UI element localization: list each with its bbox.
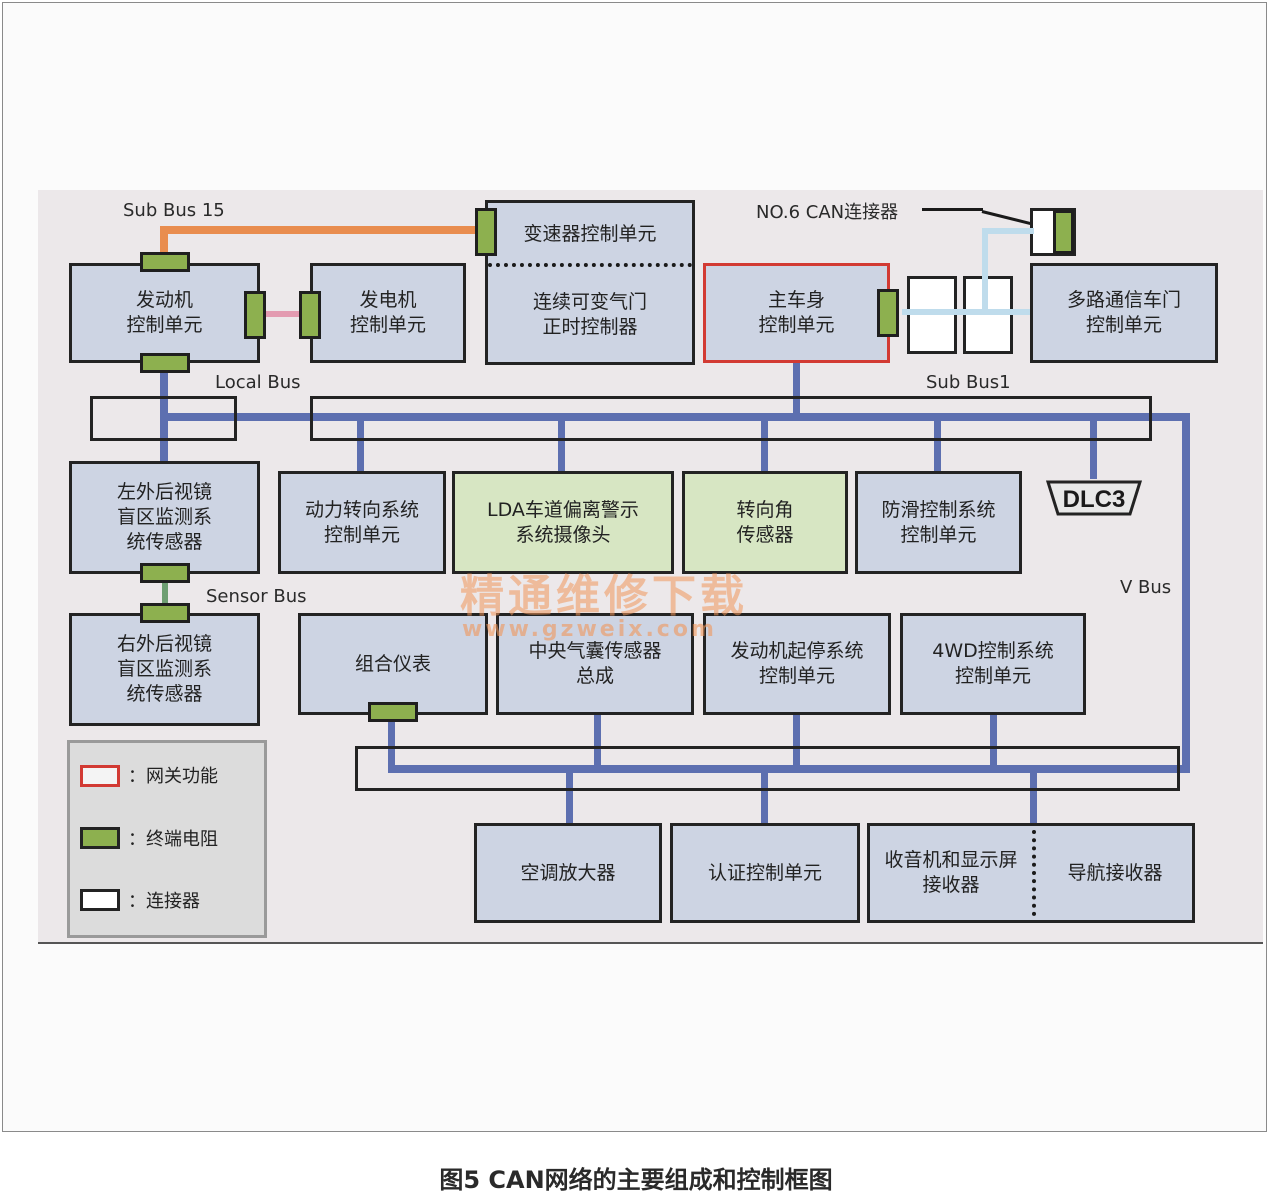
legend-connector-swatch [80, 889, 120, 911]
legend-gateway-swatch [80, 765, 120, 787]
steering-angle-sensor-label: 转向角 传感器 [736, 498, 794, 546]
watermark-text: 精通维修下载 [460, 571, 748, 622]
terminator-left-mirror [140, 563, 190, 583]
no6-pointer-line-1 [922, 208, 982, 211]
sub-bus-15-label: Sub Bus 15 [123, 200, 225, 221]
vbus-drop-antiskid [934, 417, 941, 475]
sensor-bus-wire [162, 582, 168, 610]
auth-ecu-label: 认证控制单元 [707, 861, 822, 884]
main-body-ecu-label: 主车身 控制单元 [758, 289, 835, 336]
legend-connector-text: ：连接器 [128, 891, 200, 912]
connector-local-bus [90, 396, 237, 441]
connector-lower-bus [355, 746, 1180, 791]
radio-nav-box: 收音机和显示屏 接收器 导航接收器 [867, 823, 1195, 923]
vbus-drop-4wd [990, 713, 997, 771]
vbus-drop-airbag [594, 713, 601, 771]
vbus-drop-power-steering [357, 417, 364, 475]
awd-ecu-label: 4WD控制系统 控制单元 [932, 640, 1054, 687]
antiskid-ecu-box: 防滑控制系统 控制单元 [855, 471, 1022, 574]
no6-terminator [1053, 210, 1074, 254]
dlc3-label: DLC3 [1063, 486, 1126, 513]
left-mirror-sensor-box: 左外后视镜 盲区监测系 统传感器 [69, 461, 260, 574]
vbus-right-vertical [1182, 413, 1190, 773]
vbus-drop-auth [761, 769, 768, 827]
vbus-drop-dlc [1090, 417, 1097, 479]
radio-nav-divider [1032, 830, 1036, 916]
vbus-drop-start-stop [793, 713, 800, 771]
connector-body-1 [907, 276, 957, 354]
legend-terminator-swatch [80, 827, 120, 849]
vbus-lower-main [388, 765, 1190, 773]
airbag-sensor-label: 中央气囊传感器 总成 [528, 640, 662, 687]
power-steering-ecu-box: 动力转向系统 控制单元 [278, 471, 446, 574]
connector-upper-bus [310, 396, 1152, 441]
multiplex-door-ecu-box: 多路通信车门 控制单元 [1030, 263, 1218, 363]
multiplex-door-ecu-label: 多路通信车门 控制单元 [1066, 289, 1181, 336]
vbus-drop-steering-angle [761, 417, 768, 475]
right-mirror-sensor-label: 右外后视镜 盲区监测系 统传感器 [116, 633, 212, 705]
sub-bus-1-wire-over [902, 309, 1032, 315]
dlc3-connector-icon: DLC3 [1045, 480, 1143, 516]
vbus-drop-radio [1030, 769, 1037, 827]
legend: ：网关功能 ：终端电阻 ：连接器 [67, 740, 267, 938]
panel-baseline [38, 942, 1263, 944]
left-mirror-sensor-label: 左外后视镜 盲区监测系 统传感器 [116, 481, 212, 553]
sub-bus-15-wire-h [160, 226, 480, 234]
generator-ecu-box: 发电机 控制单元 [310, 263, 466, 363]
engine-ecu-box: 发动机 控制单元 [69, 263, 260, 363]
terminator-main-body [877, 289, 899, 337]
terminator-generator [299, 291, 321, 339]
figure-caption: 图5 CAN网络的主要组成和控制框图 [439, 1166, 833, 1194]
vbus-main-body-drop [793, 362, 800, 417]
terminator-transmission [475, 208, 497, 256]
radio-display-receiver-label: 收音机和显示屏 接收器 [884, 849, 1018, 896]
airbag-sensor-box: 中央气囊传感器 总成 [496, 613, 694, 715]
vbus-upper-main [160, 413, 1190, 421]
terminator-engine-right [244, 291, 266, 339]
terminator-combination-meter [368, 702, 418, 722]
no6-pointer-line-2 [980, 208, 983, 211]
lda-camera-box: LDA车道偏离警示 系统摄像头 [452, 471, 674, 574]
local-bus-label: Local Bus [215, 372, 301, 393]
sub-bus-15-wire-v [160, 226, 168, 256]
antiskid-ecu-label: 防滑控制系统 控制单元 [881, 498, 996, 546]
generator-ecu-label: 发电机 控制单元 [349, 289, 426, 336]
terminator-engine-top [140, 252, 190, 272]
connector-body-2 [963, 276, 1013, 354]
vbus-drop-ac [566, 769, 573, 827]
v-bus-label: V Bus [1120, 577, 1172, 598]
transmission-vvt-box: 变速器控制单元 连续可变气门 正时控制器 [485, 200, 695, 365]
start-stop-ecu-box: 发动机起停系统 控制单元 [703, 613, 891, 715]
nav-receiver-label: 导航接收器 [1067, 861, 1163, 884]
vvt-controller-label: 连续可变气门 正时控制器 [532, 290, 647, 338]
sub-bus-1-wire-v-over [982, 228, 988, 312]
vbus-drop-lda [558, 417, 565, 475]
engine-generator-wire [264, 311, 304, 317]
legend-gateway-text: ：网关功能 [128, 766, 218, 787]
terminator-engine-bottom [140, 353, 190, 373]
sub-bus-1-wire-to-no6 [982, 228, 1034, 234]
ac-amplifier-box: 空调放大器 [474, 823, 662, 923]
terminator-right-mirror [140, 603, 190, 623]
legend-terminator-text: ：终端电阻 [128, 829, 218, 850]
combination-meter-box: 组合仪表 [298, 613, 488, 715]
ac-amplifier-label: 空调放大器 [520, 861, 616, 884]
lda-camera-label: LDA车道偏离警示 系统摄像头 [487, 498, 639, 546]
watermark-url: www.gzweix.com [462, 617, 717, 642]
power-steering-ecu-label: 动力转向系统 控制单元 [304, 498, 419, 546]
right-mirror-sensor-box: 右外后视镜 盲区监测系 统传感器 [69, 613, 260, 726]
main-body-ecu-box: 主车身 控制单元 [703, 263, 890, 363]
sensor-bus-label: Sensor Bus [206, 586, 307, 607]
auth-ecu-box: 认证控制单元 [670, 823, 860, 923]
sub-bus-1-label: Sub Bus1 [926, 372, 1011, 393]
engine-ecu-label: 发动机 控制单元 [126, 289, 203, 336]
transmission-vvt-divider [488, 263, 692, 267]
awd-ecu-box: 4WD控制系统 控制单元 [900, 613, 1086, 715]
start-stop-ecu-label: 发动机起停系统 控制单元 [730, 640, 864, 687]
steering-angle-sensor-box: 转向角 传感器 [682, 471, 848, 574]
transmission-ecu-label: 变速器控制单元 [523, 222, 657, 245]
no6-connector-label: NO.6 CAN连接器 [756, 202, 899, 223]
combination-meter-label: 组合仪表 [354, 652, 431, 675]
